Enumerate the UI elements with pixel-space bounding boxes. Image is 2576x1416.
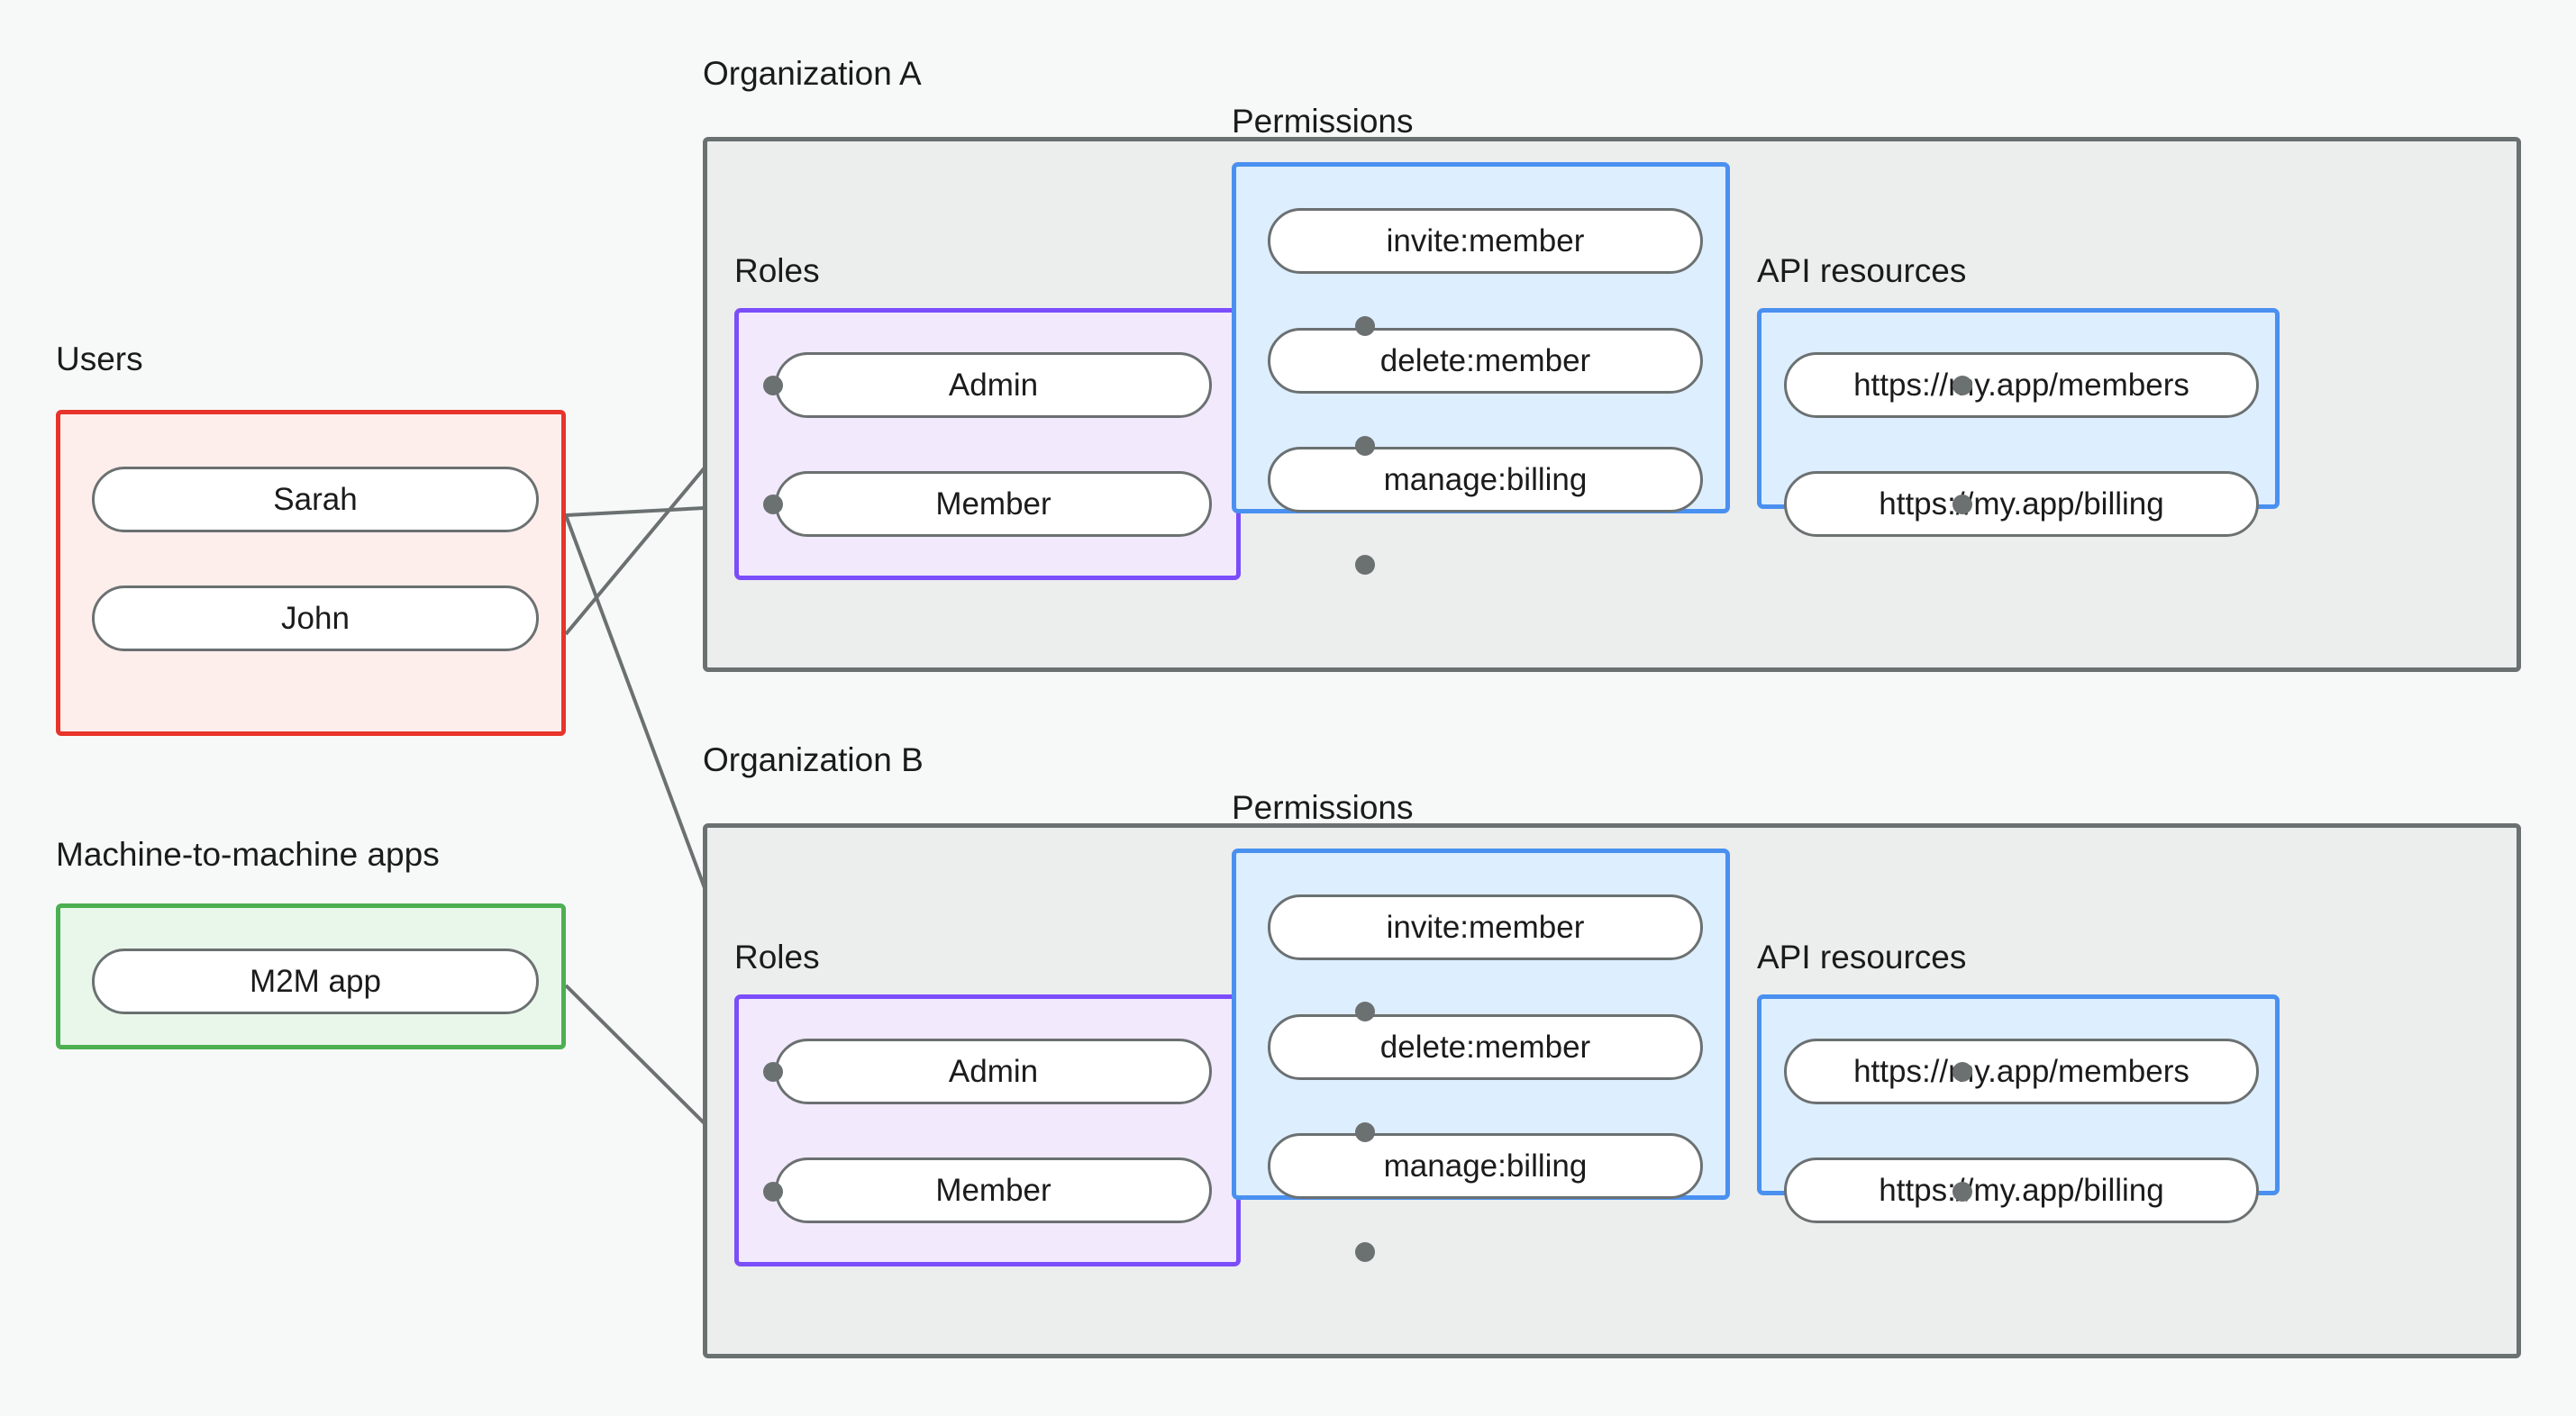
endpoint-dot-orgB-admin-in [763, 1062, 783, 1082]
orgB-api-resources-box: https://my.app/members https://my.app/bi… [1757, 994, 2280, 1223]
endpoint-dot-orgB-invite-in [1355, 1002, 1375, 1021]
orgB-permission-delete-member[interactable]: delete:member [1268, 1014, 1703, 1080]
orgB-permission-manage-billing[interactable]: manage:billing [1268, 1133, 1703, 1199]
orgA-api-resources-label: API resources [1757, 252, 1967, 289]
organization-a-label: Organization A [703, 55, 922, 92]
endpoint-dot-orgA-billing-res-in [1952, 495, 1972, 514]
orgA-role-member[interactable]: Member [775, 471, 1212, 537]
orgB-api-resource-members[interactable]: https://my.app/members [1784, 1039, 2259, 1104]
organization-a-box: Roles Admin Member Permissions invite:me… [703, 104, 2521, 672]
user-node-sarah[interactable]: Sarah [92, 467, 539, 532]
orgB-permission-invite-member[interactable]: invite:member [1268, 894, 1703, 960]
orgA-api-resource-members[interactable]: https://my.app/members [1784, 352, 2259, 418]
m2m-node-app[interactable]: M2M app [92, 949, 539, 1014]
orgB-permissions-box: invite:member delete:member manage:billi… [1232, 849, 1730, 1200]
m2m-group-label: Machine-to-machine apps [56, 836, 440, 873]
endpoint-dot-orgA-member-in [763, 495, 783, 514]
orgB-role-member[interactable]: Member [775, 1157, 1212, 1223]
orgA-permission-delete-member[interactable]: delete:member [1268, 328, 1703, 394]
orgA-api-resource-billing[interactable]: https://my.app/billing [1784, 471, 2259, 537]
orgA-roles-label: Roles [734, 252, 820, 289]
endpoint-dot-orgA-invite-in [1355, 316, 1375, 336]
orgA-permission-manage-billing[interactable]: manage:billing [1268, 447, 1703, 513]
orgB-api-resources-label: API resources [1757, 939, 1967, 976]
orgA-permissions-label: Permissions [1232, 103, 1414, 140]
orgB-roles-box: Admin Member [734, 994, 1241, 1266]
endpoint-dot-orgA-admin-in [763, 376, 783, 395]
endpoint-dot-orgB-members-res-in [1952, 1062, 1972, 1082]
orgB-roles-label: Roles [734, 939, 820, 976]
orgB-permissions-label: Permissions [1232, 789, 1414, 826]
users-box: Sarah John [56, 410, 566, 736]
orgA-api-resources-box: https://my.app/members https://my.app/bi… [1757, 308, 2280, 537]
user-node-john[interactable]: John [92, 585, 539, 651]
organization-b-label: Organization B [703, 741, 924, 778]
organization-b-box: Roles Admin Member Permissions invite:me… [703, 791, 2521, 1358]
endpoint-dot-orgB-member-in [763, 1182, 783, 1202]
endpoint-dot-orgA-members-res-in [1952, 376, 1972, 395]
orgB-role-admin[interactable]: Admin [775, 1039, 1212, 1104]
orgB-api-resource-billing[interactable]: https://my.app/billing [1784, 1157, 2259, 1223]
endpoint-dot-orgB-billing-res-in [1952, 1182, 1972, 1202]
endpoint-dot-orgA-delete-in [1355, 436, 1375, 456]
m2m-box: M2M app [56, 903, 566, 1049]
orgA-permission-invite-member[interactable]: invite:member [1268, 208, 1703, 274]
endpoint-dot-orgB-billing-in [1355, 1242, 1375, 1262]
orgA-permissions-box: invite:member delete:member manage:billi… [1232, 162, 1730, 513]
orgA-role-admin[interactable]: Admin [775, 352, 1212, 418]
endpoint-dot-orgB-delete-in [1355, 1122, 1375, 1142]
endpoint-dot-orgA-billing-in [1355, 555, 1375, 575]
orgA-roles-box: Admin Member [734, 308, 1241, 580]
users-group-label: Users [56, 340, 143, 377]
